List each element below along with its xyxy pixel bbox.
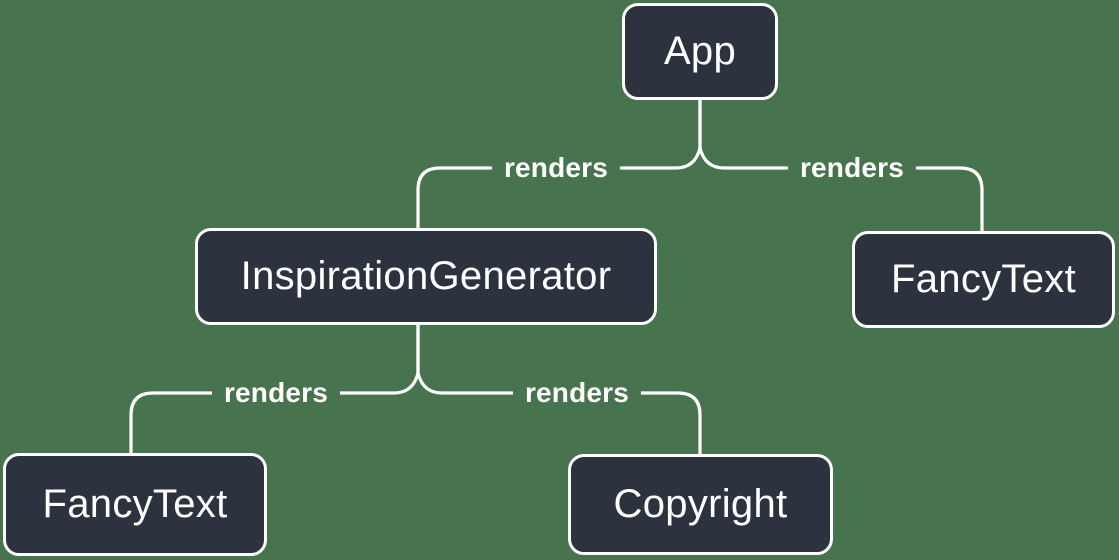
node-fancy-text-bottom-label: FancyText xyxy=(42,482,228,526)
node-fancy-text-bottom: FancyText xyxy=(3,453,267,556)
node-inspiration-generator-label: InspirationGenerator xyxy=(240,254,612,298)
edge-label-app-inspiration-generator: renders xyxy=(491,152,621,184)
edge-label-app-fancy-text: renders xyxy=(787,152,917,184)
node-app: App xyxy=(622,3,778,100)
node-copyright: Copyright xyxy=(568,454,833,555)
node-fancy-text-top: FancyText xyxy=(852,231,1115,328)
node-app-label: App xyxy=(663,29,737,73)
node-inspiration-generator: InspirationGenerator xyxy=(195,228,657,325)
edge-label-inspiration-generator-copyright: renders xyxy=(512,377,642,409)
edge-label-inspiration-generator-fancy-text: renders xyxy=(211,377,341,409)
node-fancy-text-top-label: FancyText xyxy=(891,257,1076,301)
node-copyright-label: Copyright xyxy=(613,482,788,526)
